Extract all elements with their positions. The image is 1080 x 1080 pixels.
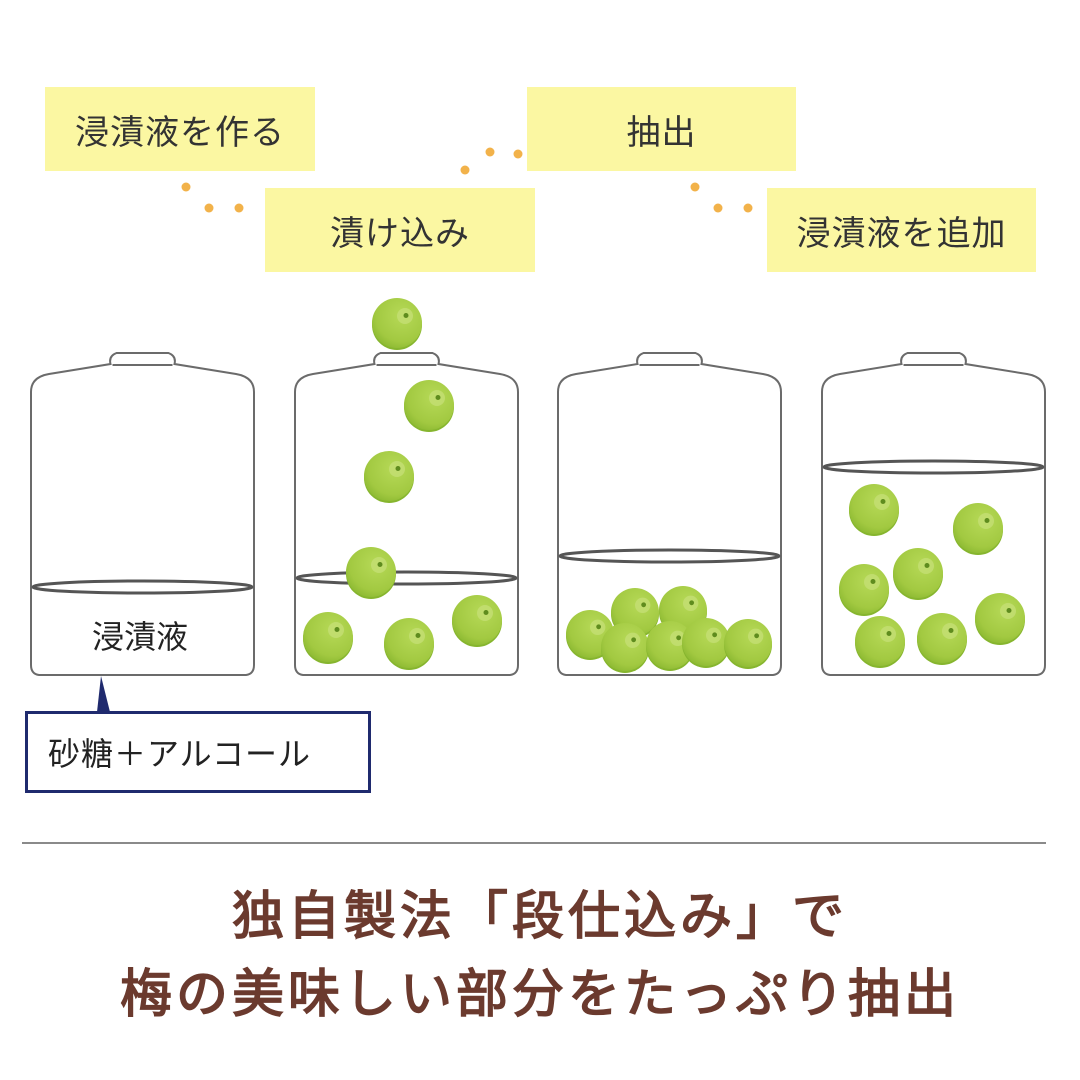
plum — [893, 548, 943, 600]
liquid-surface — [558, 548, 781, 564]
liquid-surface — [822, 459, 1045, 475]
step-3-label: 抽出 — [527, 87, 796, 171]
headline-line-1: 独自製法「段仕込み」で — [231, 886, 848, 947]
jar-outline — [557, 352, 782, 676]
jar-liquid-label: 浸漬液 — [91, 618, 188, 656]
plum — [404, 380, 454, 432]
plum — [346, 547, 396, 599]
plum — [855, 616, 905, 668]
liquid-surface — [295, 570, 518, 586]
plum — [364, 451, 414, 503]
plum — [953, 503, 1003, 555]
step-2-label: 漬け込み — [265, 188, 535, 272]
connector-dot — [743, 203, 753, 213]
plum — [682, 618, 730, 668]
ingredients-callout: 砂糖＋アルコール — [25, 711, 371, 793]
plum — [839, 564, 889, 616]
plum — [372, 298, 422, 350]
step-1-label: 浸漬液を作る — [45, 87, 315, 171]
plum — [724, 619, 772, 669]
connector-dot — [713, 203, 723, 213]
connector-dot — [460, 165, 470, 175]
plum — [646, 621, 694, 671]
plum — [601, 623, 649, 673]
plum — [452, 595, 502, 647]
jar-outline — [821, 352, 1046, 676]
step-4-label: 浸漬液を追加 — [767, 188, 1036, 272]
liquid-surface — [31, 579, 254, 595]
connector-dot — [513, 149, 523, 159]
connector-dot — [181, 182, 191, 192]
plum — [384, 618, 434, 670]
jar-outline — [294, 352, 519, 676]
callout-text: 砂糖＋アルコール — [48, 735, 312, 773]
plum — [303, 612, 353, 664]
connector-dot — [204, 203, 214, 213]
connector-dot — [690, 182, 700, 192]
plum — [917, 613, 967, 665]
jar-outline — [30, 352, 255, 676]
callout-pointer — [97, 676, 110, 712]
divider — [22, 842, 1046, 844]
plum — [975, 593, 1025, 645]
connector-dots — [181, 147, 753, 213]
plum — [849, 484, 899, 536]
connector-dot — [485, 147, 495, 157]
headline-line-2: 梅の美味しい部分をたっぷり抽出 — [119, 964, 960, 1025]
connector-dot — [234, 203, 244, 213]
